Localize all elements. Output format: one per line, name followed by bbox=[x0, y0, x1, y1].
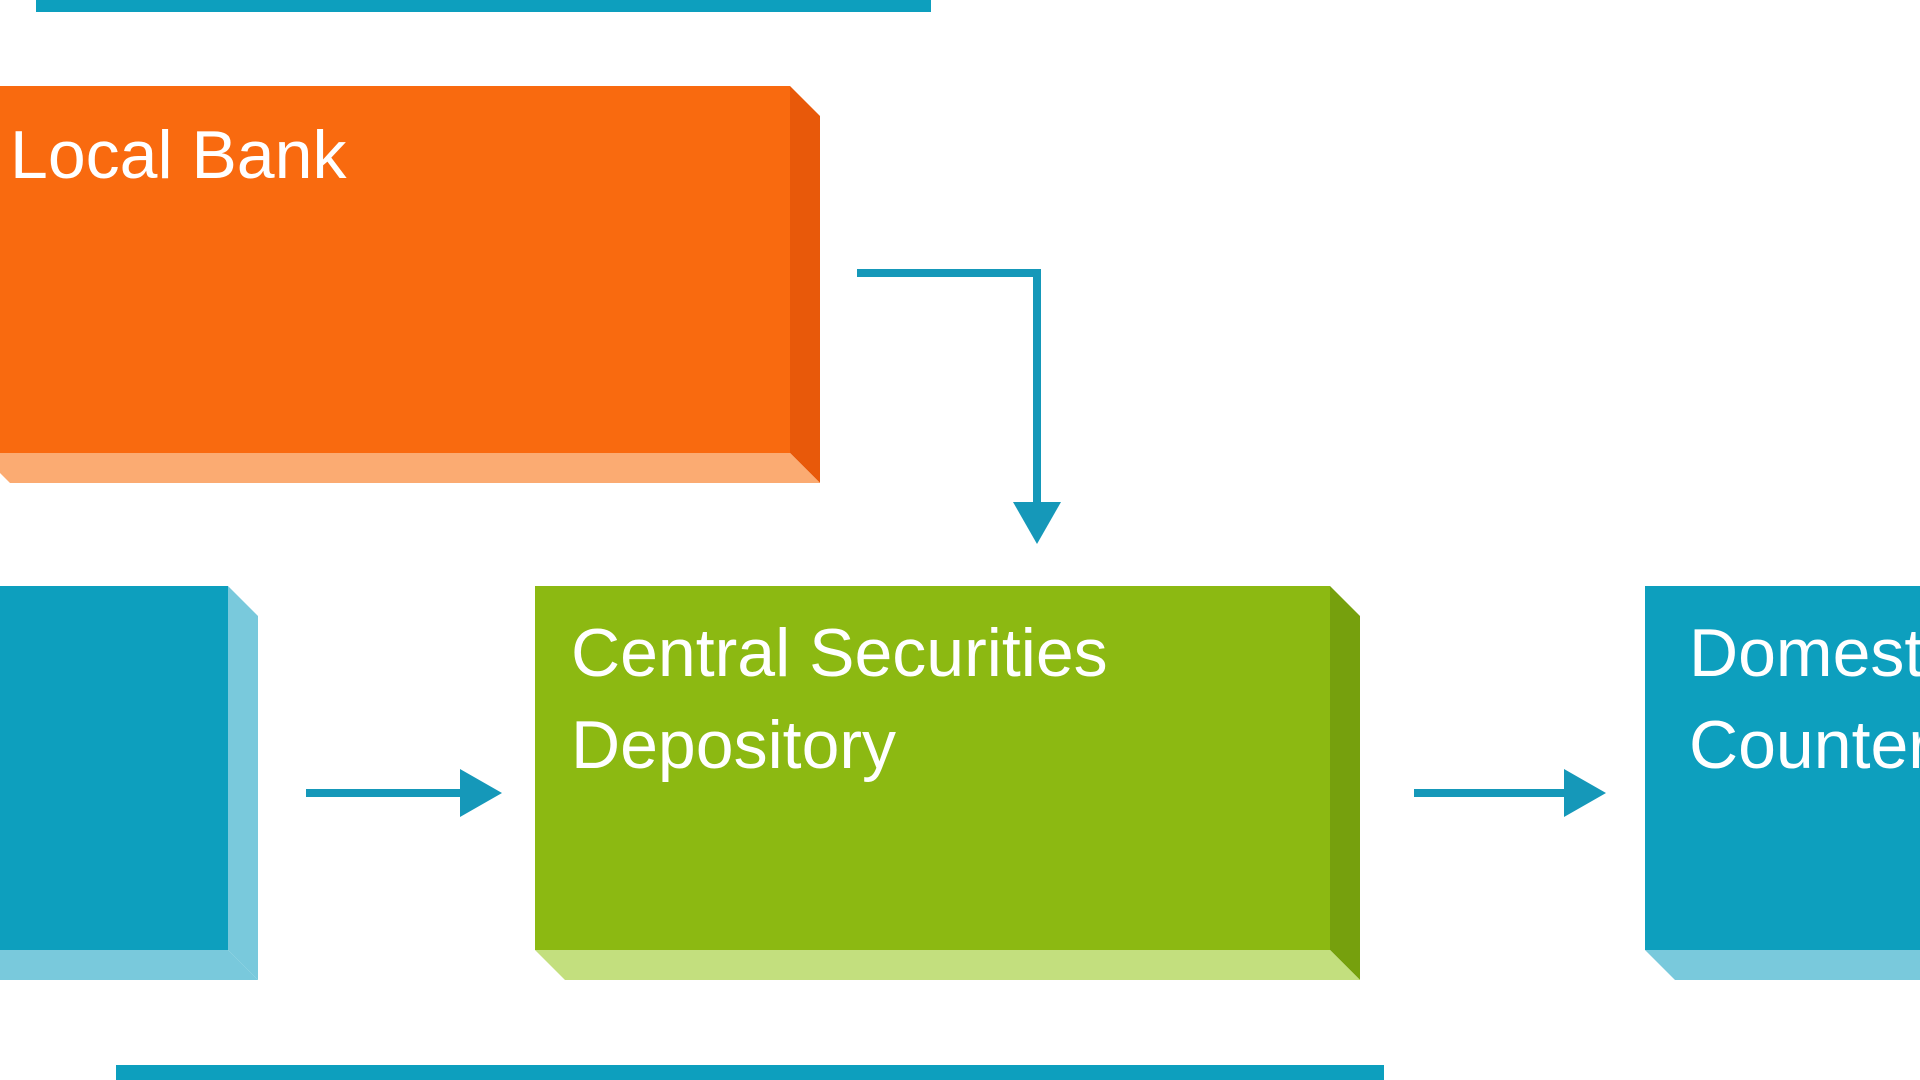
node-central-securities-depository: Central Securities Depository bbox=[535, 586, 1330, 950]
arrow-left-box-to-csd-segment bbox=[306, 789, 462, 797]
arrow-local-bank-to-csd-vertical-segment bbox=[1033, 269, 1041, 504]
node-domestic-counterparty: Domestic Counterparty bbox=[1645, 586, 1920, 950]
arrowhead-right-icon bbox=[460, 769, 502, 817]
node-local-bank: Local Bank bbox=[0, 86, 790, 453]
node-central-securities-depository-label: Central Securities Depository bbox=[571, 615, 1108, 783]
partial-box-top bbox=[36, 0, 931, 12]
arrow-csd-to-domestic-counterparty-segment bbox=[1414, 789, 1566, 797]
arrowhead-right-icon bbox=[1564, 769, 1606, 817]
partial-box-bottom bbox=[116, 1065, 1384, 1080]
node-local-bank-label: Local Bank bbox=[10, 117, 347, 193]
arrow-local-bank-to-csd-horizontal-segment bbox=[857, 269, 1041, 277]
node-domestic-counterparty-label: Domestic Counterparty bbox=[1689, 615, 1920, 783]
arrowhead-down-icon bbox=[1013, 502, 1061, 544]
node-left-partial bbox=[0, 586, 228, 950]
